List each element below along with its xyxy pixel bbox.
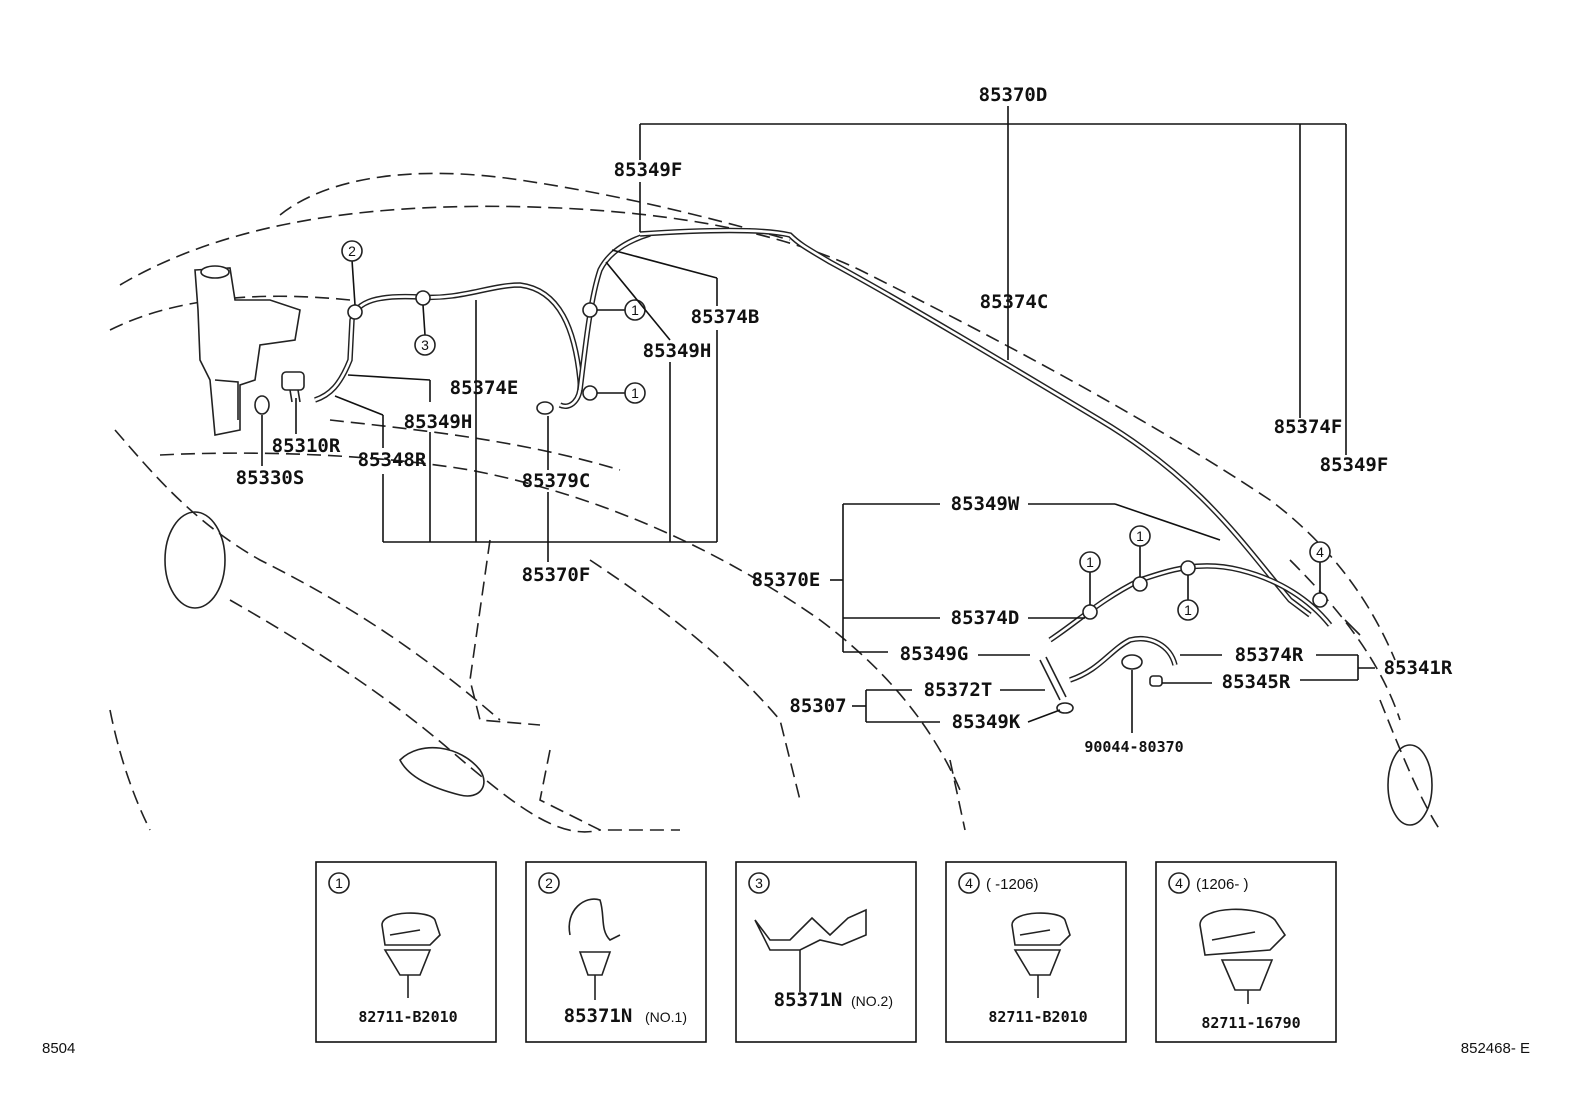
label-90044-80370: 90044-80370 bbox=[1084, 738, 1183, 756]
label-85374D: 85374D bbox=[951, 607, 1020, 629]
washer-tank-illustration bbox=[194, 265, 305, 436]
car-body-outline bbox=[109, 172, 1441, 833]
callout-4: 4 bbox=[1316, 544, 1324, 560]
detail-box-4b: 4 (1206- ) 82711-16790 bbox=[1155, 861, 1337, 1043]
detail-box-4a-part: 82711-B2010 bbox=[988, 1008, 1087, 1026]
label-85370E: 85370E bbox=[752, 569, 821, 591]
label-85379C: 85379C bbox=[522, 470, 591, 492]
label-85374E: 85374E bbox=[450, 377, 519, 399]
label-85370F: 85370F bbox=[522, 564, 591, 586]
label-85307: 85307 bbox=[789, 695, 846, 717]
label-85349G: 85349G bbox=[900, 643, 969, 665]
detail-box-2-suffix: (NO.1) bbox=[645, 1009, 687, 1025]
leader-lines bbox=[261, 106, 1375, 733]
footer-right-code: 852468- E bbox=[1461, 1040, 1530, 1057]
label-85345R: 85345R bbox=[1222, 671, 1291, 693]
label-85349W: 85349W bbox=[951, 493, 1020, 515]
hose-routing bbox=[314, 227, 1361, 714]
detail-box-3: 3 85371N (NO.2) bbox=[735, 861, 917, 1043]
label-85330S: 85330S bbox=[236, 467, 305, 489]
detail-box-3-marker: 3 bbox=[755, 875, 763, 891]
callout-1-c: 1 bbox=[1086, 554, 1094, 570]
detail-box-4a-date-range: ( -1206) bbox=[986, 876, 1039, 893]
footer-left-code: 8504 bbox=[42, 1040, 75, 1057]
callout-1-b: 1 bbox=[631, 385, 639, 401]
label-85348R: 85348R bbox=[358, 449, 427, 471]
hose-clip-callouts: 2 3 1 1 1 1 1 4 bbox=[341, 240, 1331, 621]
detail-box-4b-part: 82711-16790 bbox=[1201, 1014, 1300, 1032]
callout-1-e: 1 bbox=[1184, 602, 1192, 618]
label-85310R: 85310R bbox=[272, 435, 341, 457]
label-85349F-right: 85349F bbox=[1320, 454, 1389, 476]
callout-1-d: 1 bbox=[1136, 528, 1144, 544]
detail-box-2-marker: 2 bbox=[545, 875, 553, 891]
label-85349H-right: 85349H bbox=[643, 340, 712, 362]
callout-3: 3 bbox=[421, 337, 429, 353]
detail-box-4a-marker: 4 bbox=[965, 875, 973, 891]
label-85374B: 85374B bbox=[691, 306, 760, 328]
callout-2: 2 bbox=[348, 243, 356, 259]
label-85372T: 85372T bbox=[924, 679, 993, 701]
detail-box-4a: 4 ( -1206) 82711-B2010 bbox=[945, 861, 1127, 1043]
detail-box-4b-marker: 4 bbox=[1175, 875, 1183, 891]
detail-box-2: 2 85371N (NO.1) bbox=[525, 861, 707, 1043]
detail-box-3-suffix: (NO.2) bbox=[851, 993, 893, 1009]
detail-box-3-part: 85371N bbox=[774, 989, 843, 1011]
detail-box-1-part: 82711-B2010 bbox=[358, 1008, 457, 1026]
part-labels: 85370D 85349F 85374B 85349H 85374C 85374… bbox=[236, 84, 1453, 756]
label-85349K: 85349K bbox=[952, 711, 1021, 733]
label-85349F-top: 85349F bbox=[614, 159, 683, 181]
label-85370D: 85370D bbox=[979, 84, 1048, 106]
label-85374F: 85374F bbox=[1274, 416, 1343, 438]
label-85349H-left: 85349H bbox=[404, 411, 473, 433]
label-85374C: 85374C bbox=[980, 291, 1049, 313]
label-85374R: 85374R bbox=[1235, 644, 1304, 666]
detail-box-4b-date-range: (1206- ) bbox=[1196, 876, 1249, 893]
label-85341R: 85341R bbox=[1384, 657, 1453, 679]
detail-box-1-marker: 1 bbox=[335, 875, 343, 891]
detail-box-1: 1 82711-B2010 bbox=[315, 861, 497, 1043]
callout-1-a: 1 bbox=[631, 302, 639, 318]
detail-box-2-part: 85371N bbox=[564, 1005, 633, 1027]
